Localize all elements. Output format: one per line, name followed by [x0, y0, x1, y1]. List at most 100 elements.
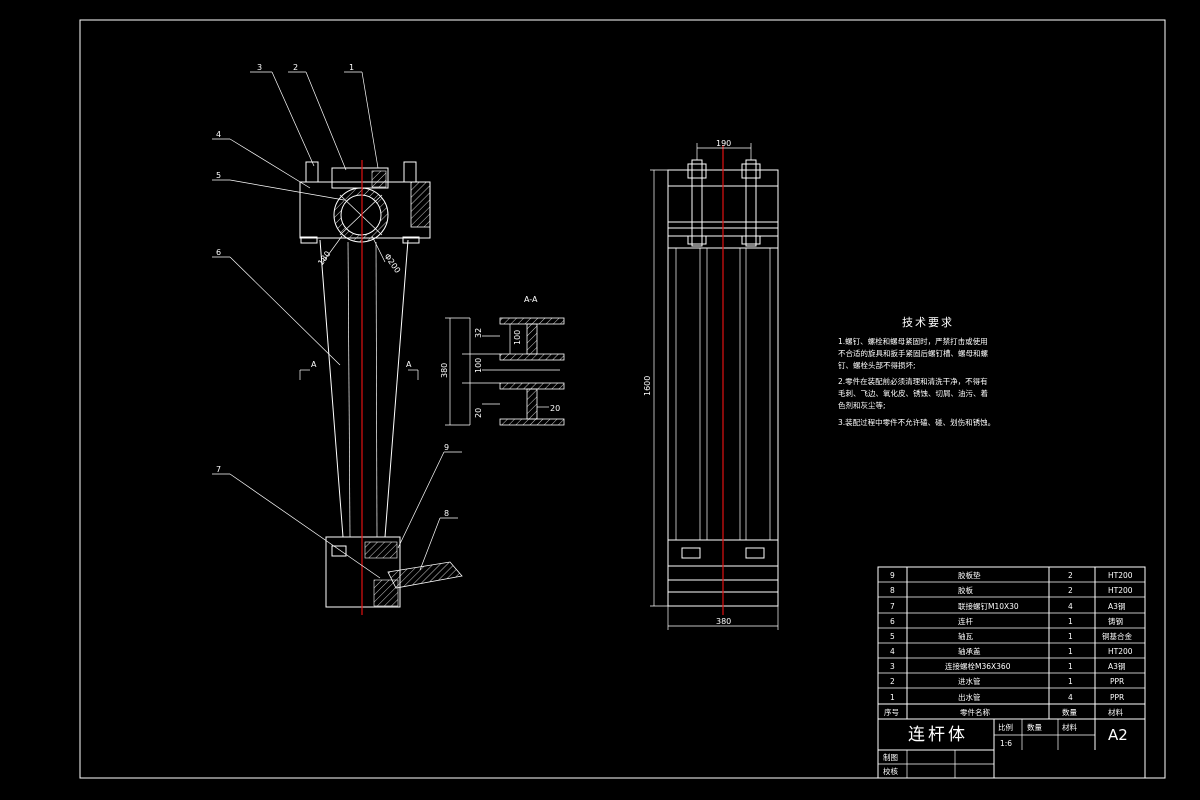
bom-no: 8: [890, 586, 895, 595]
bom-row: 9 胶板垫 2 HT200: [890, 570, 1133, 580]
part-label-5: 5: [216, 171, 221, 180]
note-line: 毛刺、飞边、氧化皮、锈蚀、切屑、油污、着: [838, 388, 988, 398]
bom-no: 6: [890, 617, 895, 626]
part-label-7: 7: [216, 465, 221, 474]
bom-qty: 4: [1068, 602, 1073, 611]
bom-no: 5: [890, 632, 895, 641]
connecting-plate: [387, 561, 463, 589]
bom-mat: A3钢: [1108, 601, 1125, 611]
bom-qty: 1: [1068, 647, 1073, 656]
bom-qty: 2: [1068, 571, 1073, 580]
bom-row: 3 连接螺栓M36X360 1 A3钢: [890, 661, 1125, 671]
bom-row: 4 轴承盖 1 HT200: [890, 646, 1133, 656]
note-line: 2.零件在装配前必须清理和清洗干净，不得有: [838, 376, 988, 386]
bom-row: 8 胶板 2 HT200: [890, 585, 1133, 595]
bom-name: 胶板垫: [958, 570, 981, 580]
bom-name: 轴瓦: [958, 631, 973, 641]
bom-row: 5 轴瓦 1 铜基合金: [890, 631, 1132, 641]
bom-mat: PPR: [1110, 693, 1124, 702]
front-view: 180 Φ200 A A: [299, 160, 463, 615]
bom-name: 连杆: [958, 616, 973, 626]
bolt-left: [305, 161, 319, 183]
drawing-title: 连杆体: [908, 725, 968, 745]
outer-frame: [79, 19, 1166, 779]
sec-dim-100a: 100: [513, 330, 522, 345]
bom-no: 7: [890, 602, 895, 611]
bom-name: 出水管: [958, 692, 981, 702]
bom-mat: A3钢: [1108, 661, 1125, 671]
part-label-1: 1: [349, 63, 354, 72]
bom-no: 2: [890, 677, 895, 686]
bom-name: 联接螺钉M10X30: [958, 601, 1019, 611]
mat-label: 材料: [1062, 722, 1078, 732]
title-block: 连杆体 比例 1:6 数量 材料 A2 制图 校核: [877, 718, 1146, 779]
drawn-label: 制图: [883, 752, 898, 762]
bom-header-qty: 数量: [1062, 707, 1078, 717]
bom-qty: 1: [1068, 632, 1073, 641]
bom-mat: 铜基合金: [1102, 631, 1132, 641]
rod-edge-left: [319, 239, 344, 538]
bom-row: 2 进水管 1 PPR: [890, 676, 1124, 686]
part-label-8: 8: [444, 509, 449, 518]
bom-no: 1: [890, 693, 895, 702]
note-line: 钉、螺栓头部不得损坏;: [838, 360, 916, 370]
part-label-2: 2: [293, 63, 298, 72]
section-mark-right: A: [406, 360, 412, 369]
side-view: 190 1600 380: [643, 139, 779, 630]
technical-notes: 技术要求 1.螺钉、螺栓和螺母紧固时，严禁打击或使用 不合适的旋具和扳手紧固后螺…: [838, 316, 995, 427]
bom-row: 6 连杆 1 铸钢: [890, 616, 1123, 626]
note-line: 色剂和灰尘等;: [838, 400, 886, 410]
bom-mat: HT200: [1108, 647, 1133, 656]
part-label-6: 6: [216, 248, 221, 257]
section-mark-left: A: [311, 360, 317, 369]
bom-mat: HT200: [1108, 571, 1133, 580]
part-label-3: 3: [257, 63, 262, 72]
checked-label: 校核: [883, 766, 898, 776]
dim-190: 190: [716, 139, 731, 148]
bom-row: 1 出水管 4 PPR: [890, 692, 1124, 702]
part-label-4: 4: [216, 130, 221, 139]
bom-header: 序号 零件名称 数量 材料: [884, 707, 1124, 717]
scale-value: 1:6: [1000, 739, 1012, 748]
bom-name: 轴承盖: [958, 646, 981, 656]
sec-dim-380: 380: [440, 363, 449, 378]
bom-qty: 2: [1068, 586, 1073, 595]
bom-no: 4: [890, 647, 895, 656]
dim-380: 380: [716, 617, 731, 626]
sec-dim-20b: 20: [550, 404, 560, 413]
rod-edge-right: [384, 239, 409, 538]
part-label-9: 9: [444, 443, 449, 452]
section-a-a: A-A 380 32 100 20 100 20: [440, 295, 565, 426]
sec-dim-100b: 100: [474, 358, 483, 373]
scale-label: 比例: [998, 722, 1013, 732]
part-leaders: 3 2 1 4 5 6 7 9 8: [212, 63, 462, 579]
bom-qty: 1: [1068, 677, 1073, 686]
bom-header-name: 零件名称: [960, 707, 990, 717]
bom-no: 3: [890, 662, 895, 671]
bom-mat: 铸钢: [1108, 616, 1123, 626]
bom-mat: HT200: [1108, 586, 1133, 595]
notes-title: 技术要求: [902, 316, 954, 329]
bom-name: 进水管: [958, 676, 981, 686]
bom-name: 连接螺栓M36X360: [945, 661, 1011, 671]
bom-header-mat: 材料: [1108, 707, 1124, 717]
qty-label: 数量: [1027, 722, 1043, 732]
note-line: 1.螺钉、螺栓和螺母紧固时，严禁打击或使用: [838, 336, 988, 346]
bolt-right: [403, 161, 417, 183]
bom-no: 9: [890, 571, 895, 580]
section-title: A-A: [524, 295, 538, 304]
bom-qty: 1: [1068, 617, 1073, 626]
bom-header-no: 序号: [884, 707, 899, 717]
dim-d200: Φ200: [382, 252, 402, 275]
sec-dim-20a: 20: [474, 408, 483, 418]
bom-qty: 1: [1068, 662, 1073, 671]
note-line: 不合适的旋具和扳手紧固后螺钉槽、螺母和螺: [838, 348, 988, 358]
bom-mat: PPR: [1110, 677, 1124, 686]
bom-qty: 4: [1068, 693, 1073, 702]
bom-name: 胶板: [958, 585, 973, 595]
bill-of-materials: 9 胶板垫 2 HT200 8 胶板 2 HT200 7 联接螺钉M10X30 …: [877, 566, 1146, 720]
bom-row: 7 联接螺钉M10X30 4 A3钢: [890, 601, 1125, 611]
dim-1600: 1600: [643, 376, 652, 396]
sheet-size: A2: [1108, 726, 1128, 744]
